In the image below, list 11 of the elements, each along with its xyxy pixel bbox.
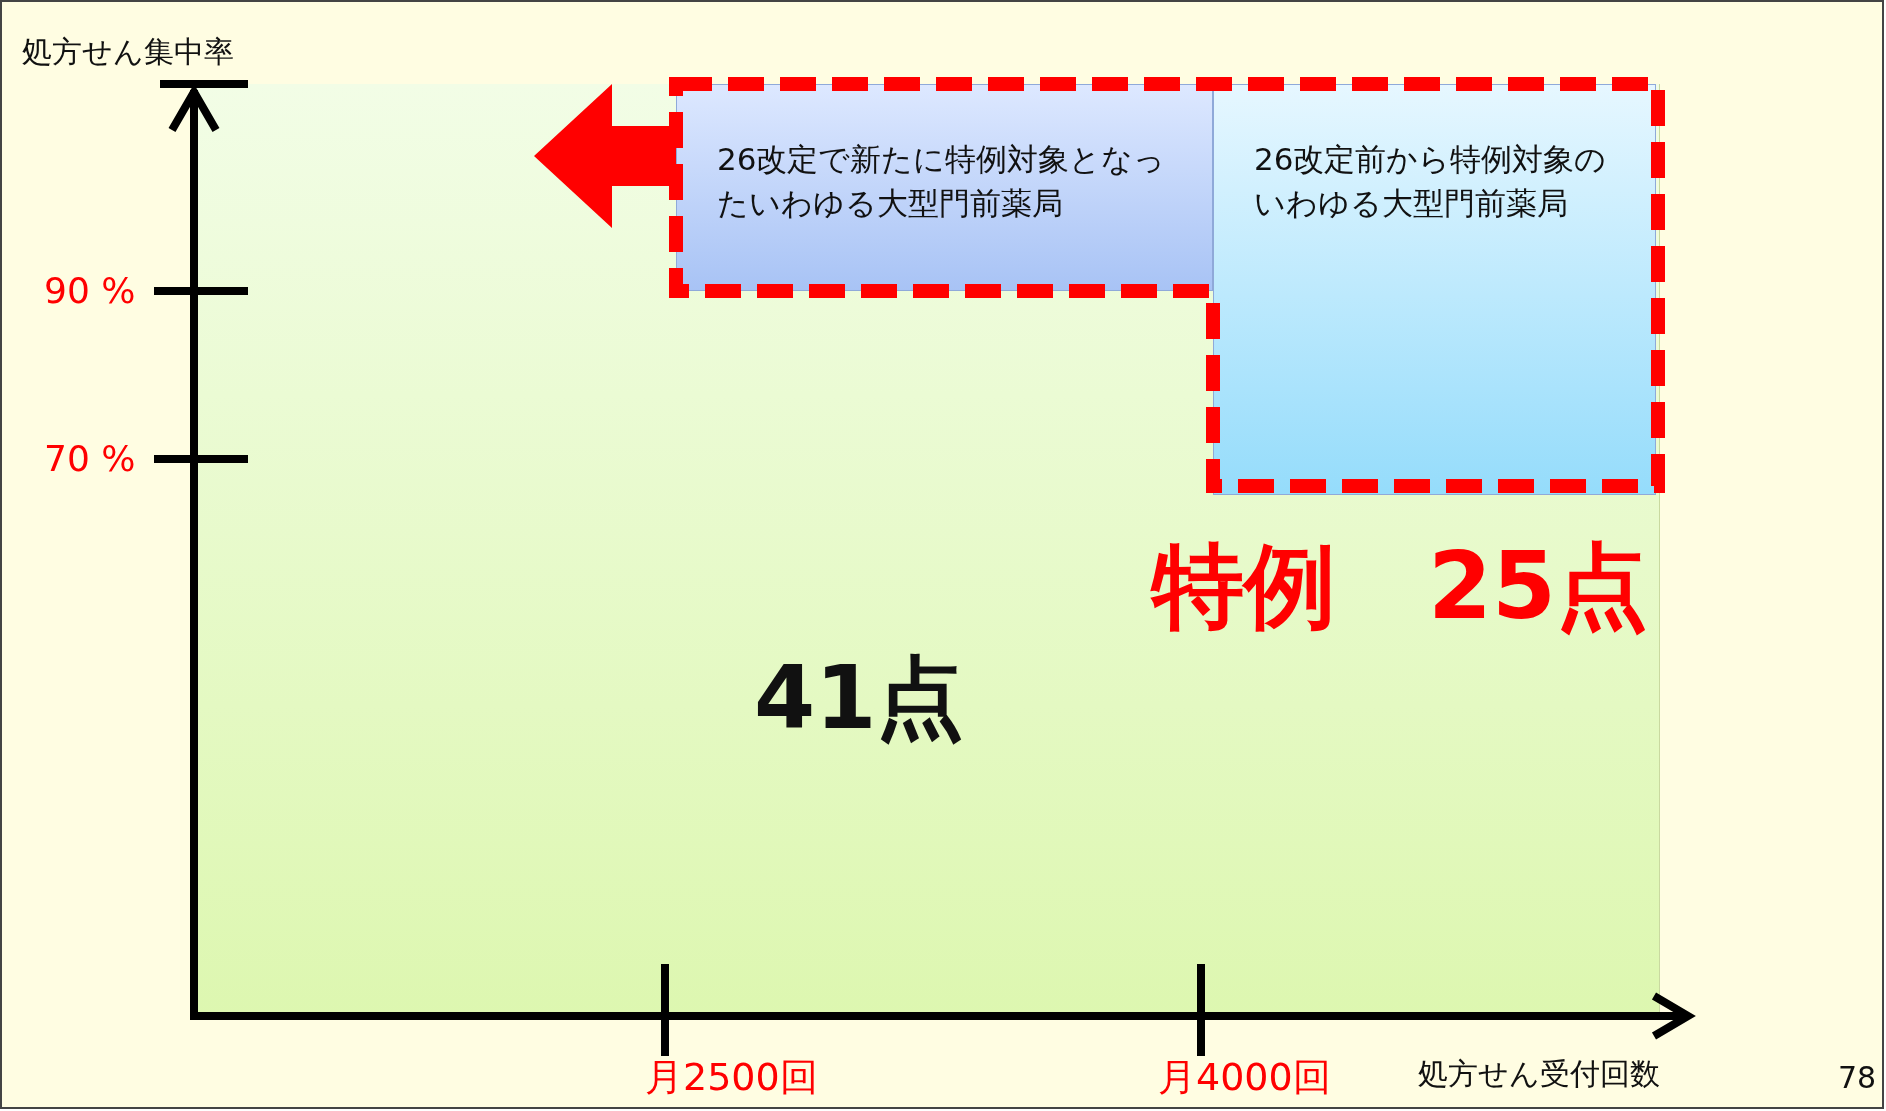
page-number: 78	[1838, 1060, 1877, 1095]
score-label: 41点	[754, 645, 965, 751]
box-text: 26改定で新たに特例対象となったいわゆる大型門前薬局	[717, 140, 1167, 223]
axis-value: 月2500回	[645, 1054, 818, 1101]
axis-value: 90 %	[44, 270, 136, 311]
axis-value: 月4000回	[1158, 1054, 1331, 1101]
box-text: 26改定前から特例対象のいわゆる大型門前薬局	[1254, 140, 1608, 223]
axis-value: 70 %	[44, 438, 136, 479]
axis-title: 処方せん集中率	[22, 33, 234, 71]
axis-title: 処方せん受付回数	[1418, 1055, 1660, 1093]
special-score-label: 特例 25点	[1151, 532, 1648, 642]
